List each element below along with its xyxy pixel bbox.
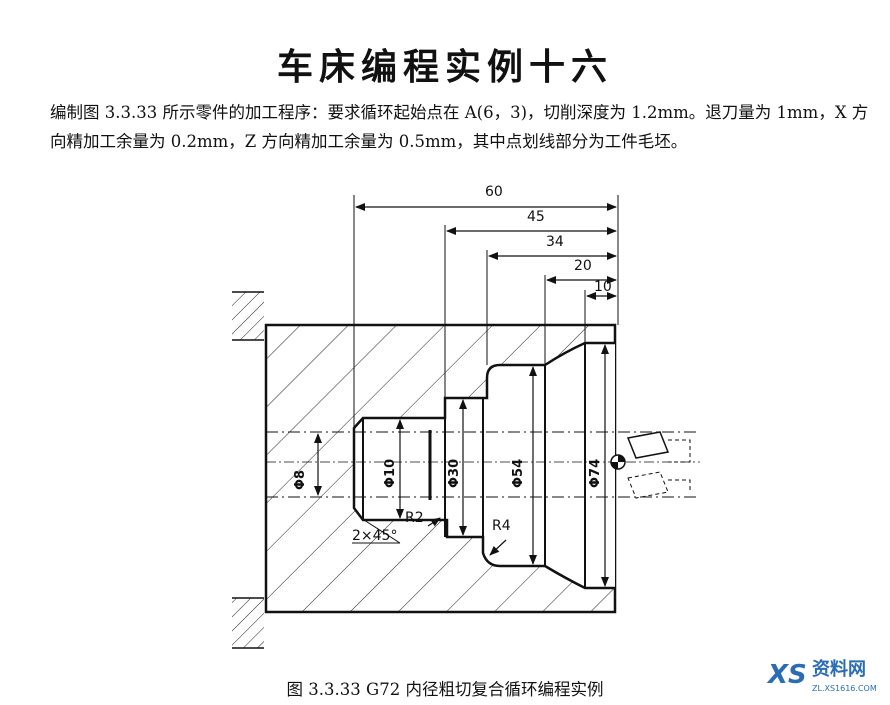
problem-statement: 编制图 3.3.33 所示零件的加工程序：要求循环起始点在 A(6，3)，切削深…	[50, 103, 869, 151]
dim-60: 60	[485, 184, 503, 200]
figure-caption: 图 3.3.33 G72 内径粗切复合循环编程实例	[286, 680, 604, 699]
dim-34: 34	[546, 234, 564, 250]
chamfer-leader-slant	[363, 519, 401, 544]
dim-20: 20	[574, 258, 592, 274]
dim-r4: R4	[492, 518, 511, 534]
r4-leader	[489, 539, 507, 556]
watermark-logo: XS 资料网 ZL.XS1616.COM	[766, 658, 877, 693]
dim-phi8: Φ8	[293, 470, 308, 490]
dim-phi30: Φ30	[447, 459, 462, 488]
dim-phi10: Φ10	[383, 459, 398, 488]
dim-r2: R2	[405, 510, 424, 526]
dim-45: 45	[527, 209, 545, 225]
part-section	[266, 325, 615, 612]
dim-10: 10	[594, 279, 612, 295]
dim-phi74: Φ74	[588, 459, 603, 488]
diameter-dimensions	[314, 344, 609, 587]
origin-symbol	[610, 454, 626, 470]
chuck-jaw-bottom	[232, 597, 264, 649]
chuck-jaw-top	[232, 291, 264, 341]
bore-steps	[362, 343, 586, 588]
length-dimensions	[355, 203, 617, 300]
r2-leader	[427, 517, 441, 527]
svg-text:资料网: 资料网	[812, 658, 866, 680]
blank-centerlines	[266, 431, 700, 498]
extension-lines	[353, 195, 619, 430]
part-outline	[264, 323, 617, 614]
cutting-tool	[626, 431, 691, 499]
dim-phi54: Φ54	[511, 459, 526, 488]
bore-profile	[352, 341, 615, 590]
page-title: 车床编程实例十六	[276, 46, 613, 88]
dim-chamfer: 2×45°	[352, 528, 397, 544]
svg-text:ZL.XS1616.COM: ZL.XS1616.COM	[812, 684, 877, 693]
svg-text:XS: XS	[766, 660, 807, 690]
